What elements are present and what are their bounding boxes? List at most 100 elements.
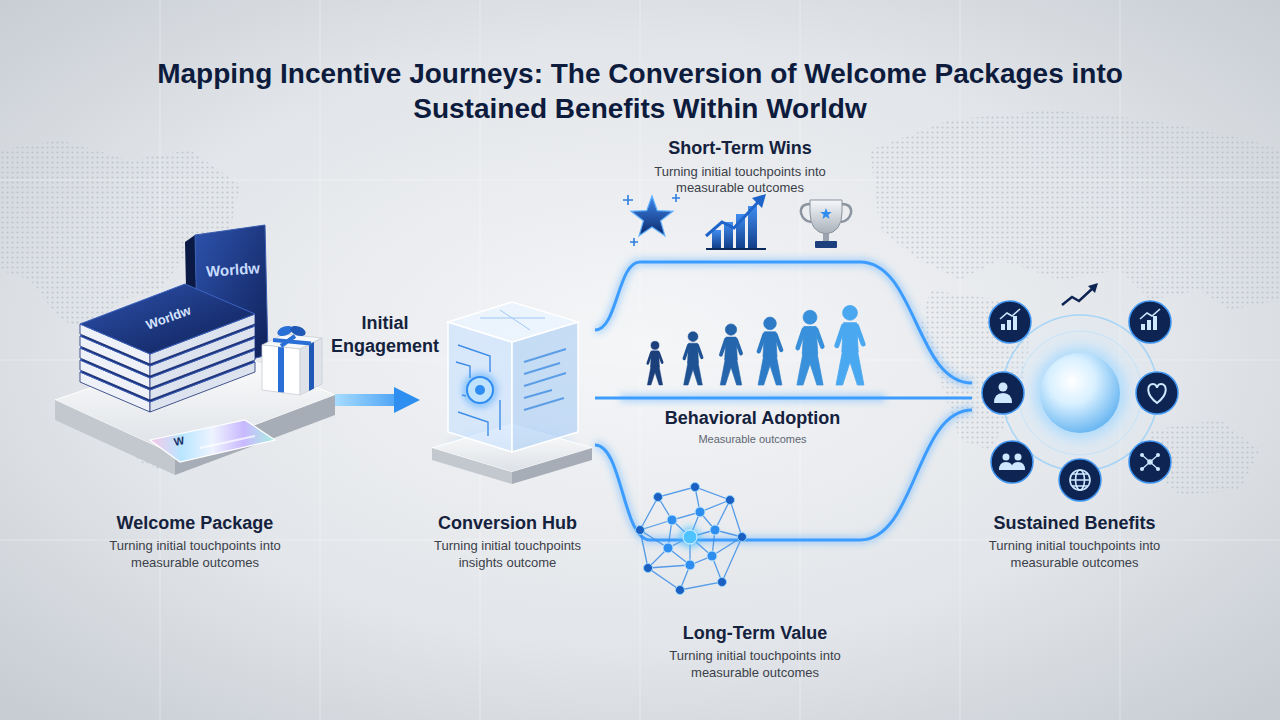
network-icon: [685, 560, 695, 570]
gift-box: [289, 324, 307, 338]
flow-connector: [595, 445, 650, 540]
welcome-package-illustration: [55, 225, 335, 475]
sustained-benefits-orb: [1129, 441, 1171, 483]
sustained-benefits-orb: [994, 393, 1012, 403]
connector-glow: [595, 445, 650, 540]
conversion-hub-illustration: [462, 372, 498, 408]
network-icon: [663, 543, 673, 553]
walking-people-icons: [720, 324, 741, 385]
sustained-benefits-orb: [1129, 301, 1171, 343]
conversion-hub-illustration: [432, 302, 592, 484]
sustained-benefits-orb: [1007, 320, 1011, 330]
connector-group: [335, 387, 420, 413]
conversion-hub-illustration: [467, 377, 493, 403]
stage-node: Short-Term WinsTurning initial touchpoin…: [600, 134, 880, 262]
network-icon: [710, 525, 720, 535]
sustained-benefits-orb: [1034, 347, 1126, 439]
welcome-package-illustration: [55, 400, 175, 475]
conversion-hub-illustration: [432, 448, 512, 484]
gift-box: [309, 342, 314, 391]
walking-people-icons: [684, 332, 703, 385]
stage-node: Conversion HubTurning initial touchpoint…: [420, 295, 595, 580]
flow-connector: [860, 410, 972, 540]
label-text: Worldw: [206, 260, 261, 279]
node-description: Turning initial touchpoints into measura…: [633, 164, 848, 198]
short-term-icons: [706, 248, 766, 250]
network-icon: [636, 483, 747, 595]
holographic-card: [150, 420, 275, 462]
conversion-hub-illustration: [524, 349, 566, 410]
flow-connector: [595, 397, 620, 400]
sustained-benefits-orb: [1001, 324, 1005, 330]
sustained-benefits-orb: [1070, 470, 1090, 490]
arrowhead: [394, 387, 420, 413]
connector-glow: [595, 394, 620, 403]
sustained-benefits-orb: [999, 462, 1025, 470]
node-description: Measurable outcomes: [698, 432, 806, 446]
flow-connector: [335, 394, 399, 406]
sustained-benefits-orb: [1140, 309, 1160, 319]
connectors: [335, 262, 972, 540]
network-icon: [667, 515, 677, 525]
sustained-benefits-orb: [1000, 309, 1020, 319]
node-description: Turning initial touchpoints insights out…: [426, 538, 589, 572]
stage-node: Welcome PackageTurning initial touchpoin…: [55, 220, 335, 580]
gift-box: [273, 336, 311, 346]
short-term-icons: [815, 241, 837, 248]
sustained-benefits-orb: [1015, 454, 1022, 461]
sustained-benefits-orb: [1136, 372, 1178, 414]
conversion-hub-illustration: [512, 448, 592, 484]
node-heading: Long-Term Value: [683, 623, 828, 645]
connector-group: [860, 262, 972, 383]
network-icon: [738, 533, 747, 542]
node-heading: Conversion Hub: [438, 513, 577, 535]
network-icon: [640, 487, 742, 590]
connector-group: [885, 398, 972, 399]
walking-people-icons: [758, 317, 782, 385]
network-icon: [636, 483, 747, 595]
stage-node: Sustained BenefitsTurning initial touchp…: [972, 280, 1177, 580]
node-description: Turning initial touchpoints into measura…: [978, 538, 1171, 572]
sustained-benefits-orb: [982, 301, 1178, 501]
conversion-hub-illustration: [480, 310, 545, 330]
sustained-benefits-orb: [1062, 288, 1093, 305]
sustained-benefits-orb: [1070, 474, 1090, 486]
short-term-icons: [810, 200, 842, 234]
short-term-icons: [801, 204, 851, 222]
edge-label: Initial Engagement: [325, 312, 445, 357]
flow-connector: [860, 262, 972, 383]
sustained-benefits-orb: [1040, 353, 1120, 433]
sustained-benefits-orb: [1147, 320, 1151, 330]
conversion-hub-illustration: [456, 345, 500, 436]
walking-people-icons: [836, 305, 864, 385]
book-stack: [80, 284, 255, 412]
gift-box: [278, 347, 284, 393]
walking-people-icons: [797, 310, 823, 385]
node-heading: Short-Term Wins: [668, 138, 812, 160]
short-term-icons: [823, 234, 829, 241]
network-icon: [654, 493, 663, 502]
short-term-icons: [820, 208, 831, 219]
short-term-icons: [623, 194, 851, 249]
sustained-benefits-orb: [1013, 316, 1017, 330]
network-icon: [676, 586, 685, 595]
network-icon: [726, 496, 735, 505]
connector-glow: [860, 410, 972, 540]
stage-node: Behavioral AdoptionMeasurable outcomes: [620, 392, 885, 458]
node-description: Turning initial touchpoints into measura…: [656, 648, 854, 682]
short-term-icons: [712, 230, 721, 248]
sustained-benefits-orb: [989, 301, 1031, 343]
world-map: [870, 110, 1280, 310]
connector-glow: [885, 394, 972, 403]
network-icon: [707, 551, 717, 561]
gift-box: [262, 324, 322, 395]
sustained-benefits-orb: [991, 441, 1033, 483]
connector-group: [595, 445, 650, 540]
sustained-benefits-orb: [1003, 454, 1010, 461]
holographic-card: [150, 420, 275, 462]
flow-line: [620, 262, 885, 540]
sustained-benefits-orb: [1142, 455, 1158, 469]
